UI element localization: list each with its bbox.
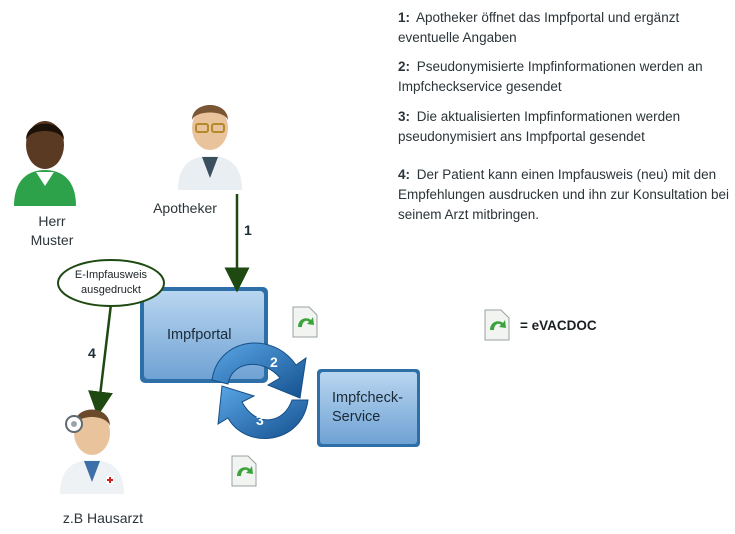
bubble-text-line2: ausgedruckt xyxy=(81,284,141,296)
cycle-arrow-3 xyxy=(217,385,309,440)
patient-label-line1: Herr xyxy=(38,213,66,229)
evacdoc-legend-icon xyxy=(484,309,510,341)
step-number-2: 2 xyxy=(270,354,278,370)
step-number-1: 1 xyxy=(244,222,252,238)
legend-text: Pseudonymisierte Impfinformationen werde… xyxy=(398,59,703,94)
impfcheck-label-line1: Impfcheck- xyxy=(332,390,403,406)
patient-label: Herr Muster xyxy=(22,212,82,250)
legend-number: 1: xyxy=(398,10,411,25)
bubble-text: E-Impfausweis ausgedruckt xyxy=(62,268,160,298)
pharmacist-label: Apotheker xyxy=(153,200,217,216)
evacdoc-legend-label: = eVACDOC xyxy=(520,318,597,333)
impfportal-label: Impfportal xyxy=(167,327,232,343)
arrow-step-4 xyxy=(88,303,113,417)
step-number-4: 4 xyxy=(88,345,96,361)
evacdoc-document-icon xyxy=(231,455,257,487)
legend-item-2: 2: Pseudonymisierte Impfinformationen we… xyxy=(398,57,730,97)
pharmacist-avatar-icon xyxy=(178,105,242,190)
doctor-avatar-icon xyxy=(60,409,124,494)
doctor-label: z.B Hausarzt xyxy=(62,510,144,526)
cycle-arrow-2 xyxy=(211,342,307,399)
step-number-3: 3 xyxy=(256,412,264,428)
legend-number: 3: xyxy=(398,109,411,124)
impfcheck-label-line2: Service xyxy=(332,409,381,425)
legend-item-1: 1: Apotheker öffnet das Impfportal und e… xyxy=(398,8,730,48)
printed-card-bubble xyxy=(57,259,165,307)
legend-number: 4: xyxy=(398,167,411,182)
patient-avatar-icon xyxy=(14,121,76,206)
legend-number: 2: xyxy=(398,59,411,74)
legend-item-4: 4: Der Patient kann einen Impfausweis (n… xyxy=(398,165,730,225)
patient-label-line2: Muster xyxy=(30,232,74,248)
legend-item-3: 3: Die aktualisierten Impfinformationen … xyxy=(398,107,730,147)
legend-text: Apotheker öffnet das Impfportal und ergä… xyxy=(398,10,680,45)
bubble-text-line1: E-Impfausweis xyxy=(74,269,148,281)
impfcheck-service-box xyxy=(317,369,420,447)
legend-text: Der Patient kann einen Impfausweis (neu)… xyxy=(398,167,729,222)
impfcheck-service-label: Impfcheck- Service xyxy=(332,389,403,427)
evacdoc-document-icon xyxy=(292,306,318,338)
legend-text: Die aktualisierten Impfinformationen wer… xyxy=(398,109,681,144)
